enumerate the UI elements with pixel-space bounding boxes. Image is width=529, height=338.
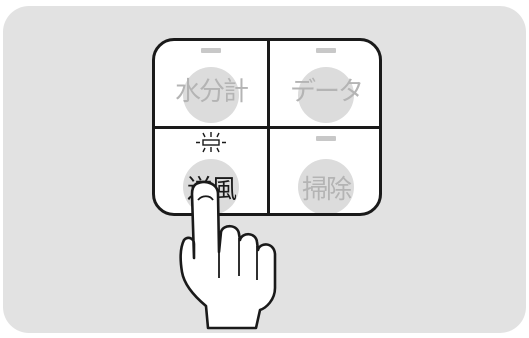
- pointing-hand-icon: [176, 180, 288, 330]
- button-label: データ: [270, 77, 382, 107]
- indicator-light-lit-icon: [195, 131, 227, 153]
- moisture-meter-button[interactable]: 水分計: [155, 41, 267, 126]
- indicator-light-off: [201, 48, 221, 53]
- data-button[interactable]: データ: [270, 41, 382, 126]
- indicator-light-off: [316, 48, 336, 53]
- indicator-light-off: [316, 136, 336, 141]
- button-label: 水分計: [155, 77, 267, 107]
